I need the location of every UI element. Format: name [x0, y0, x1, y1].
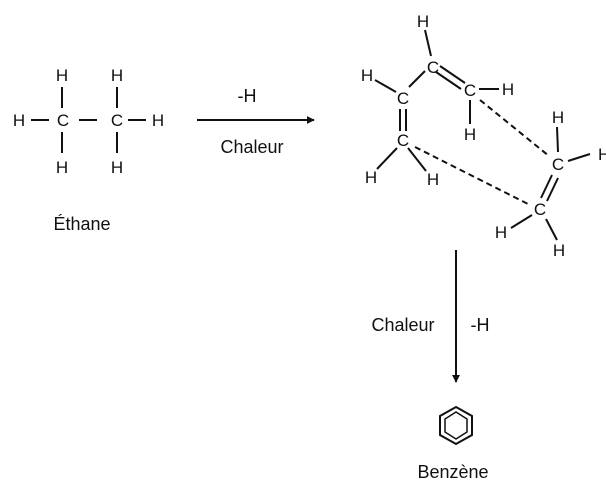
bond-c1-c2 [408, 70, 426, 88]
ethane-h-c1-bottom: H [56, 158, 68, 177]
ethane-molecule: H C C H H H H H [13, 66, 164, 177]
bond-ha-c1 [374, 79, 397, 93]
ethane-h-left: H [13, 111, 25, 130]
carbon-c1: C [397, 89, 409, 108]
ethane-h-c2-bottom: H [111, 158, 123, 177]
forming-bond-c4-c6 [414, 146, 531, 206]
hydrogen-ha: H [361, 66, 373, 85]
benzene-label: Benzène [417, 462, 488, 482]
bond-c2-c3-double-a [439, 65, 466, 84]
arrow-1-label-below: Chaleur [220, 137, 283, 157]
arrow-1-label-above: -H [238, 86, 257, 106]
arrow-2-label-left: Chaleur [371, 315, 434, 335]
ethane-label: Éthane [53, 214, 110, 234]
hydrogen-hh: H [598, 145, 606, 164]
bond-c5-hg [556, 126, 559, 153]
bond-c2-hb [424, 29, 432, 57]
benzene-ring [439, 405, 473, 446]
ethane-c2: C [111, 111, 123, 130]
hydrogen-hf: H [427, 170, 439, 189]
bond-c6-hj [545, 218, 558, 241]
bond-c6-hi [510, 214, 533, 229]
ethane-h-c2-top: H [111, 66, 123, 85]
ethane-c1: C [57, 111, 69, 130]
carbon-c2: C [427, 58, 439, 77]
carbon-c6: C [534, 200, 546, 219]
hydrogen-he: H [365, 168, 377, 187]
intermediate-molecules: C C C C C C H H H H H H H H H H [361, 12, 606, 260]
hydrogen-hb: H [417, 12, 429, 31]
bond-c5-hh [567, 153, 591, 162]
carbon-c4: C [397, 131, 409, 150]
hydrogen-hj: H [553, 241, 565, 260]
arrow-2-label-right: -H [471, 315, 490, 335]
hydrogen-hc: H [502, 80, 514, 99]
forming-bond-c3-c5 [479, 99, 550, 157]
bond-c5-c6-double-a [540, 174, 553, 199]
benzene-inner-hexagon [444, 411, 468, 440]
ethane-h-c1-top: H [56, 66, 68, 85]
hydrogen-hg: H [552, 108, 564, 127]
bond-c5-c6-double-b [546, 177, 559, 202]
bond-c4-he [376, 147, 398, 170]
benzene-hexagon [439, 405, 473, 446]
carbon-c3: C [464, 81, 476, 100]
bond-c2-c3-double-b [435, 71, 462, 90]
carbon-c5: C [552, 155, 564, 174]
hydrogen-hi: H [495, 223, 507, 242]
hydrogen-hd: H [464, 125, 476, 144]
ethane-h-right: H [152, 111, 164, 130]
bond-c4-hf [407, 147, 427, 172]
